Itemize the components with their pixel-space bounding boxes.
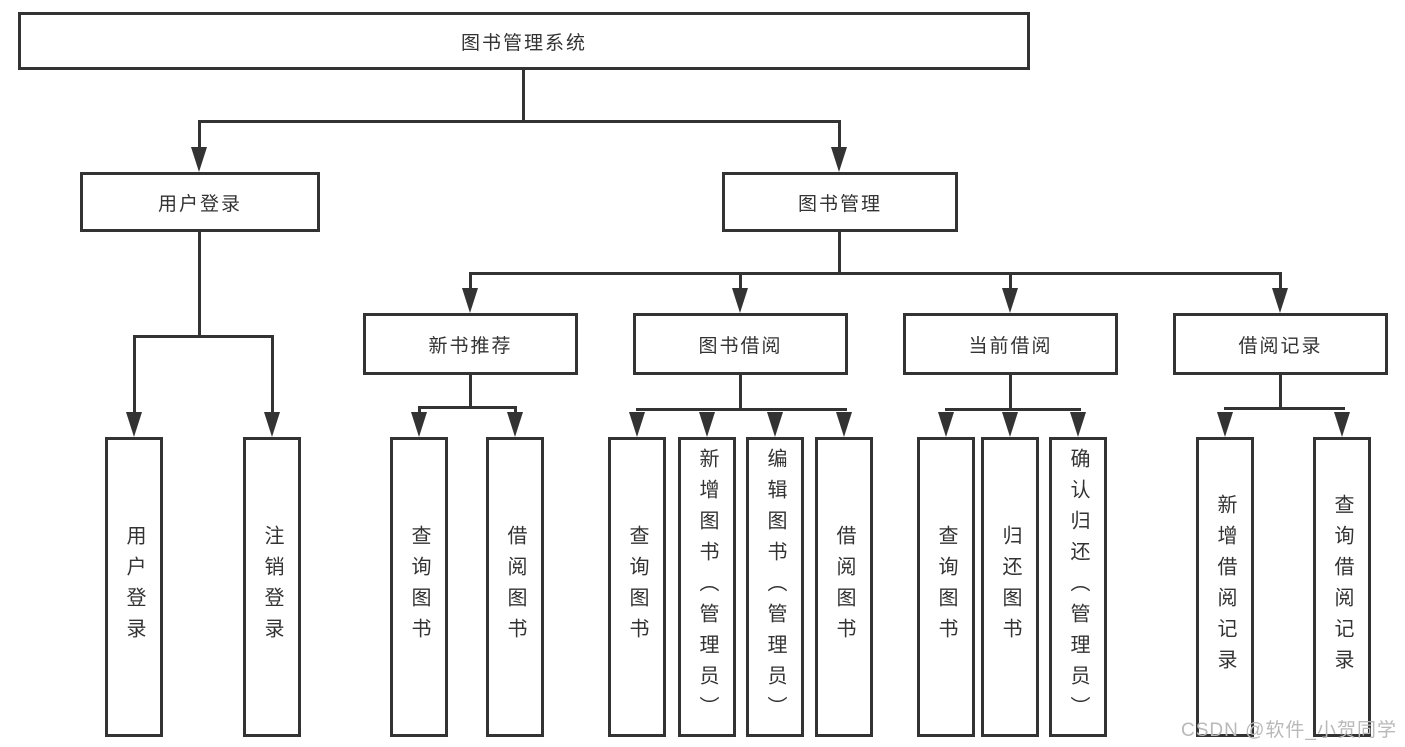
leaf-borrow-books-2: 借阅图书: [815, 437, 873, 737]
connector-book-borrow-stub: [739, 375, 742, 411]
arrow-down-icon: [507, 412, 523, 437]
connector-book-borrow-branch: [636, 408, 847, 411]
arrow-down-icon: [462, 288, 478, 313]
leaf-return-books: 归还图书: [981, 437, 1039, 737]
leaf-borrow-books-1: 借阅图书: [486, 437, 544, 737]
arrow-down-icon: [264, 412, 280, 437]
arrow-down-icon: [699, 412, 715, 437]
leaf-query-books-1: 查询图书: [390, 437, 448, 737]
leaf-user-login: 用户登录: [105, 437, 163, 737]
arrow-down-icon: [1070, 412, 1086, 437]
arrow-down-icon: [767, 412, 783, 437]
arrow-down-icon: [411, 412, 427, 437]
connector-to-leaf: [271, 335, 274, 414]
arrow-down-icon: [1217, 412, 1233, 437]
connector-to-leaf: [514, 406, 517, 415]
arrow-down-icon: [629, 412, 645, 437]
arrow-down-icon: [126, 412, 142, 437]
leaf-add-borrow-record: 新增借阅记录: [1196, 437, 1254, 737]
connector-to-book-borrow: [739, 272, 742, 292]
node-borrow-records: 借阅记录: [1173, 313, 1388, 375]
arrow-down-icon: [1002, 288, 1018, 313]
leaf-add-books-admin: 新增图书（管理员）: [678, 437, 736, 737]
leaf-confirm-return-admin: 确认归还（管理员）: [1049, 437, 1107, 737]
node-book-borrow: 图书借阅: [633, 313, 848, 375]
node-book-management: 图书管理: [722, 172, 958, 232]
connector-to-new-books: [469, 272, 472, 292]
connector-level3-branch: [469, 272, 1282, 275]
leaf-query-books-2: 查询图书: [608, 437, 666, 737]
connector-borrow-records-stub: [1279, 375, 1282, 410]
node-current-borrow: 当前借阅: [903, 313, 1118, 375]
leaf-logout: 注销登录: [243, 437, 301, 737]
leaf-query-borrow-record: 查询借阅记录: [1313, 437, 1371, 737]
arrow-down-icon: [1272, 288, 1288, 313]
arrow-down-icon: [1002, 412, 1018, 437]
connector-borrow-records-branch: [1224, 407, 1345, 410]
connector-to-book-management: [838, 120, 841, 150]
connector-user-login-branch: [133, 335, 274, 338]
arrow-down-icon: [938, 412, 954, 437]
connector-current-borrow-branch: [945, 408, 1081, 411]
connector-book-management-stub: [838, 232, 841, 274]
arrow-down-icon: [831, 147, 847, 172]
watermark: CSDN @软件_小贺同学: [1181, 720, 1397, 741]
connector-to-current-borrow: [1009, 272, 1012, 292]
leaf-query-books-3: 查询图书: [917, 437, 975, 737]
connector-to-borrow-records: [1279, 272, 1282, 292]
arrow-down-icon: [732, 288, 748, 313]
connector-to-user-login: [198, 120, 201, 150]
arrow-down-icon: [1334, 412, 1350, 437]
node-root: 图书管理系统: [18, 12, 1030, 70]
node-user-login: 用户登录: [80, 172, 320, 232]
connector-new-books-stub: [469, 375, 472, 408]
connector-level2-branch: [198, 120, 841, 123]
connector-to-leaf: [418, 406, 421, 415]
connector-user-login-stub: [198, 232, 201, 337]
node-new-book-recommend: 新书推荐: [363, 313, 578, 375]
connector-current-borrow-stub: [1009, 375, 1012, 411]
connector-root-stub: [522, 70, 525, 122]
arrow-down-icon: [191, 147, 207, 172]
arrow-down-icon: [836, 412, 852, 437]
leaf-edit-books-admin: 编辑图书（管理员）: [746, 437, 804, 737]
connector-to-leaf: [133, 335, 136, 414]
connector-new-books-branch: [418, 406, 517, 409]
